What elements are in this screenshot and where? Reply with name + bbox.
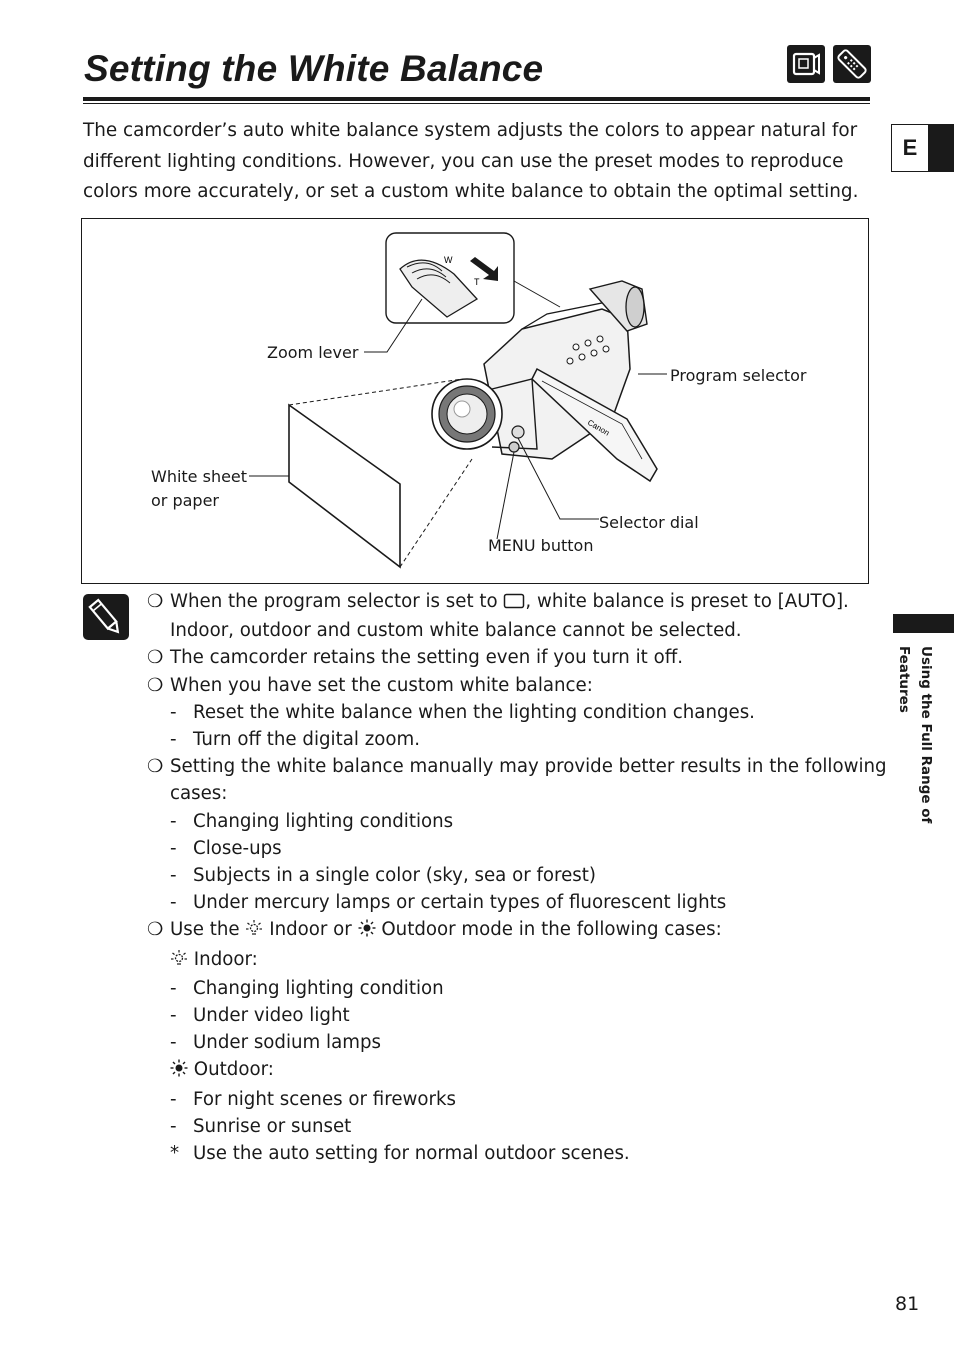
footnote-text: Use the auto setting for normal outdoor … [193, 1143, 630, 1165]
note-pencil-icon [83, 594, 129, 640]
zoom-t-label: T [474, 277, 480, 287]
outdoor-heading: Outdoor: [147, 1056, 877, 1085]
menu-button-label: MENU button [488, 536, 594, 555]
list-item: ❍ When you have set the custom white bal… [147, 672, 877, 699]
list-item: -Under video light [170, 1005, 350, 1027]
bullet-icon: ❍ [147, 674, 164, 696]
list-item: ❍ Use the Indoor or Outdoor mode in the … [147, 916, 877, 945]
bullet-icon: ❍ [147, 647, 164, 669]
list-item: -Under mercury lamps or certain types of… [170, 892, 727, 914]
indoor-heading: Indoor: [147, 946, 877, 975]
program-selector-label: Program selector [670, 366, 807, 385]
camcorder-figure: Canon W T Zoom lever Program selector Wh… [81, 218, 869, 584]
sub-item-text: Under mercury lamps or certain types of … [193, 892, 727, 914]
title-rule-thin [83, 103, 870, 104]
sidebar-section-label: Using the Full Range of Features [893, 646, 937, 826]
note-text: The camcorder retains the setting even i… [170, 647, 684, 669]
sub-item-text: Under video light [193, 1005, 350, 1027]
sub-item-text: Under sodium lamps [193, 1032, 381, 1054]
list-item: -Sunrise or sunset [170, 1115, 352, 1137]
sub-item-text: Changing lighting conditions [193, 810, 454, 832]
zoom-w-label: W [444, 255, 453, 265]
sub-item-text: Sunrise or sunset [193, 1115, 352, 1137]
sub-item-text: For night scenes or fireworks [193, 1088, 456, 1110]
list-item: -Close-ups [170, 837, 282, 859]
sub-item-text: Close-ups [193, 837, 282, 859]
indoor-heading-text: Indoor: [193, 948, 258, 970]
outdoor-sun-icon [170, 1058, 188, 1085]
note-text: cases: [170, 783, 228, 805]
list-item: -Changing lighting condition [170, 977, 444, 999]
note-text: When you have set the custom white balan… [170, 674, 593, 696]
sub-item-text: Reset the white balance when the lightin… [193, 701, 755, 723]
list-item: -Under sodium lamps [170, 1032, 381, 1054]
footnote-mark: * [170, 1143, 180, 1165]
footnote: * Use the auto setting for normal outdoor… [147, 1140, 877, 1167]
intro-paragraph: The camcorder’s auto white balance syste… [83, 120, 859, 202]
list-item: -Turn off the digital zoom. [170, 729, 421, 751]
note-text: When the program selector is set to [170, 591, 498, 612]
language-tab-marker [928, 124, 954, 172]
sub-item-text: Turn off the digital zoom. [193, 729, 421, 751]
notes-list: ❍ When the program selector is set to , … [147, 588, 887, 1167]
zoom-arrow-icon [470, 257, 498, 281]
note-text: , white balance is preset to [AUTO]. [525, 591, 849, 612]
note-text: Outdoor mode in the following cases: [381, 919, 722, 941]
title-rule [83, 97, 870, 101]
note-text: Use the [170, 919, 240, 941]
list-item: ❍ The camcorder retains the setting even… [147, 644, 877, 671]
sidebar-line-1: Using the Full Range [918, 646, 934, 804]
list-item: -Changing lighting conditions [170, 810, 454, 832]
list-item: ❍ When the program selector is set to , … [147, 588, 877, 617]
selector-dial-label: Selector dial [599, 513, 699, 532]
note-text: Setting the white balance manually may p… [170, 756, 887, 778]
note-text: Indoor or [269, 919, 352, 941]
list-item: -Subjects in a single color (sky, sea or… [170, 865, 596, 887]
sub-item-text: Subjects in a single color (sky, sea or … [193, 865, 596, 887]
outdoor-heading-text: Outdoor: [193, 1059, 274, 1081]
white-sheet-shape [288, 403, 401, 569]
bullet-icon: ❍ [147, 756, 164, 778]
white-sheet-label-line2: or paper [151, 491, 219, 510]
remote-control-icon [833, 45, 871, 83]
note-text: Indoor, outdoor and custom white balance… [170, 620, 742, 642]
bullet-icon: ❍ [147, 591, 164, 612]
sub-item-text: Changing lighting condition [193, 977, 444, 999]
list-item: ❍ Setting the white balance manually may… [147, 753, 887, 780]
indoor-bulb-icon [170, 948, 188, 975]
page-title: Setting the White Balance [84, 48, 544, 89]
list-item: -For night scenes or fireworks [170, 1088, 456, 1110]
language-tab-label: E [891, 124, 929, 172]
zoom-lever-label: Zoom lever [267, 343, 359, 362]
list-item: -Reset the white balance when the lighti… [170, 701, 755, 723]
bullet-icon: ❍ [147, 919, 164, 941]
camcorder-illustration: Canon W T [249, 232, 667, 569]
indoor-bulb-icon [245, 918, 263, 945]
auto-mode-icon [503, 590, 525, 617]
sidebar-marker [893, 614, 954, 633]
white-sheet-label-line1: White sheet [151, 467, 248, 486]
sidebar-line-2: of Features [896, 646, 934, 824]
camera-mode-icon [787, 45, 825, 83]
language-tab: E [891, 124, 954, 172]
page-number: 81 [895, 1293, 920, 1315]
outdoor-sun-icon [358, 918, 376, 945]
